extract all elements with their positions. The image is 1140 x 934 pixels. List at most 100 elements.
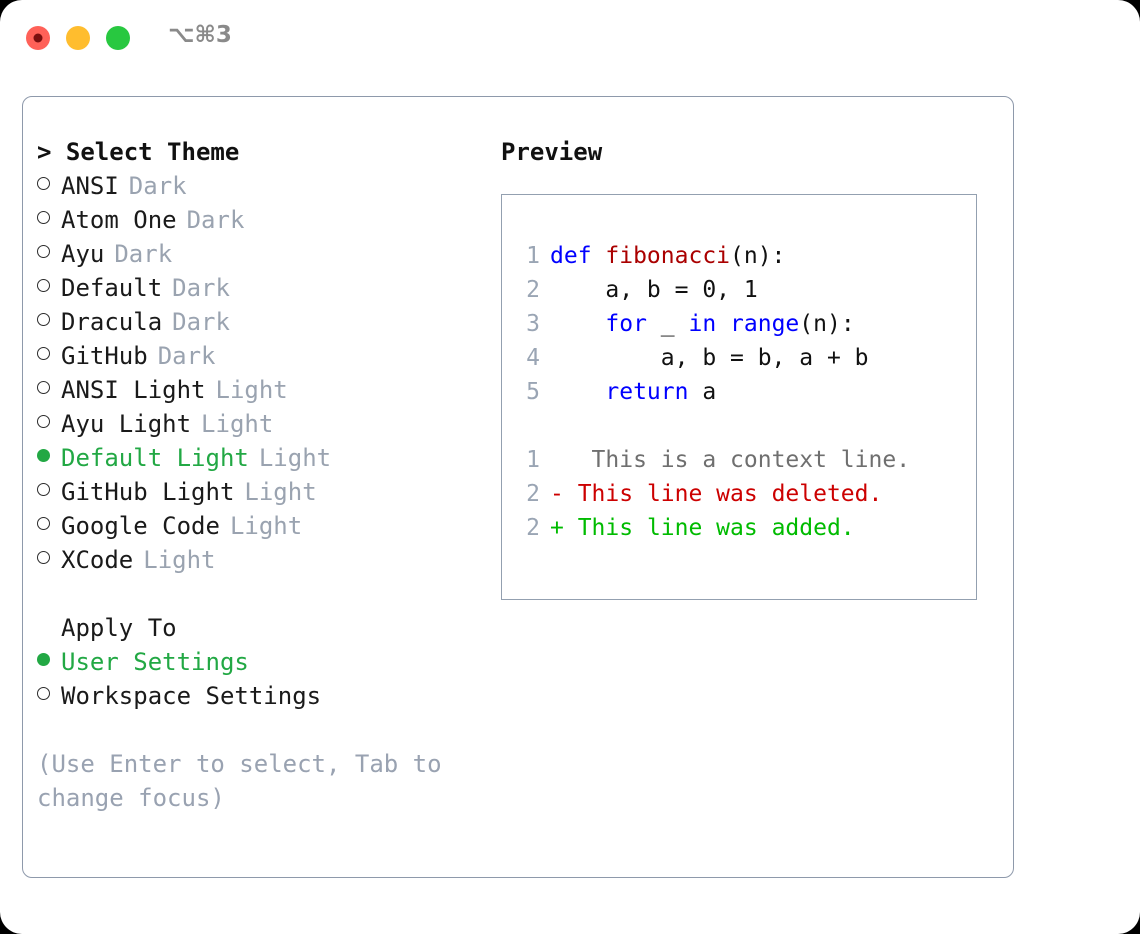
theme-name-label: Google Code: [61, 512, 220, 540]
code-line: 3 for _ in range(n):: [514, 307, 910, 341]
code-token: in: [688, 311, 717, 337]
radio-selected-icon[interactable]: [37, 653, 50, 666]
diff-line: 1 This is a context line.: [514, 443, 910, 477]
theme-list-item[interactable]: ANSI Dark: [37, 169, 497, 203]
code-token: def: [550, 243, 606, 269]
select-theme-header: > Select Theme: [37, 138, 240, 166]
line-number: 2: [526, 277, 540, 303]
theme-category-label: Light: [215, 376, 288, 404]
radio-unselected-icon[interactable]: [37, 347, 50, 360]
code-blank-line: [514, 409, 910, 443]
radio-unselected-icon[interactable]: [37, 415, 50, 428]
line-number: 2: [526, 481, 540, 507]
code-token: for: [605, 311, 647, 337]
theme-name-label: Default: [61, 274, 163, 302]
keyboard-hint-text: (Use Enter to select, Tab to change focu…: [37, 750, 442, 812]
theme-category-label: Light: [201, 410, 274, 438]
diff-text: This line was added.: [563, 515, 855, 541]
line-number: 2: [526, 515, 540, 541]
theme-category-label: Light: [244, 478, 317, 506]
radio-selected-icon[interactable]: [37, 449, 50, 462]
radio-unselected-icon[interactable]: [37, 177, 50, 190]
theme-list-item[interactable]: Ayu Dark: [37, 237, 497, 271]
code-token: a, b = b, a + b: [550, 345, 869, 371]
line-number: 5: [526, 379, 540, 405]
line-number: 1: [526, 447, 540, 473]
theme-name-label: GitHub Light: [61, 478, 235, 506]
radio-unselected-icon[interactable]: [37, 483, 50, 496]
traffic-light-group: [26, 26, 130, 50]
code-token: [716, 307, 730, 341]
title-bar: ⌥⌘3: [0, 0, 1140, 78]
code-line: 5 return a: [514, 375, 910, 409]
list-spacer: [37, 577, 497, 611]
apply-to-option[interactable]: Workspace Settings: [37, 679, 497, 713]
code-token: return: [605, 379, 689, 405]
diff-text: This line was deleted.: [563, 481, 883, 507]
theme-name-label: Ayu Light: [61, 410, 192, 438]
code-token: a: [688, 379, 717, 405]
theme-name-label: Atom One: [61, 206, 177, 234]
theme-category-label: Dark: [114, 240, 173, 268]
theme-name-label: Default Light: [61, 444, 249, 472]
theme-list-item[interactable]: ANSI Light Light: [37, 373, 497, 407]
radio-unselected-icon[interactable]: [37, 279, 50, 292]
code-line: 4 a, b = b, a + b: [514, 341, 910, 375]
theme-category-label: Dark: [128, 172, 187, 200]
code-token: (n):: [799, 311, 855, 337]
radio-unselected-icon[interactable]: [37, 211, 50, 224]
diff-marker: [550, 443, 564, 477]
theme-name-label: ANSI Light: [61, 376, 206, 404]
theme-list-item[interactable]: Default Dark: [37, 271, 497, 305]
diff-line: 2- This line was deleted.: [514, 477, 910, 511]
theme-list-item[interactable]: Ayu Light Light: [37, 407, 497, 441]
minimize-window-icon[interactable]: [66, 26, 90, 50]
apply-to-title: Apply To: [61, 614, 177, 642]
apply-to-label: Workspace Settings: [61, 682, 322, 710]
line-number: 4: [526, 345, 540, 371]
theme-list-item[interactable]: GitHub Light Light: [37, 475, 497, 509]
code-token: [550, 375, 605, 409]
maximize-window-icon[interactable]: [106, 26, 130, 50]
theme-name-label: ANSI: [61, 172, 119, 200]
theme-category-label: Dark: [172, 308, 230, 336]
radio-unselected-icon[interactable]: [37, 381, 50, 394]
line-number: 1: [526, 243, 540, 269]
theme-list-item[interactable]: XCode Light: [37, 543, 497, 577]
theme-name-label: XCode: [61, 546, 134, 574]
diff-marker: -: [550, 481, 564, 507]
radio-unselected-icon[interactable]: [37, 245, 50, 258]
radio-unselected-icon[interactable]: [37, 551, 50, 564]
code-line: 2 a, b = 0, 1: [514, 273, 910, 307]
radio-unselected-icon[interactable]: [37, 313, 50, 326]
radio-unselected-icon[interactable]: [37, 517, 50, 530]
code-token: fibonacci: [605, 243, 731, 269]
keyboard-shortcut-label: ⌥⌘3: [168, 22, 232, 48]
theme-name-label: GitHub: [61, 342, 148, 370]
code-token: range: [730, 311, 800, 337]
theme-name-label: Ayu: [61, 240, 105, 268]
diff-text: This is a context line.: [563, 447, 911, 473]
close-window-icon[interactable]: [26, 26, 50, 50]
preview-header: Preview: [501, 138, 603, 166]
apply-to-option[interactable]: User Settings: [37, 645, 497, 679]
theme-category-label: Light: [143, 546, 216, 574]
radio-unselected-icon[interactable]: [37, 687, 50, 700]
diff-line: 2 + This line was added.: [514, 511, 910, 545]
diff-marker: +: [550, 515, 564, 541]
theme-category-label: Dark: [172, 274, 230, 302]
